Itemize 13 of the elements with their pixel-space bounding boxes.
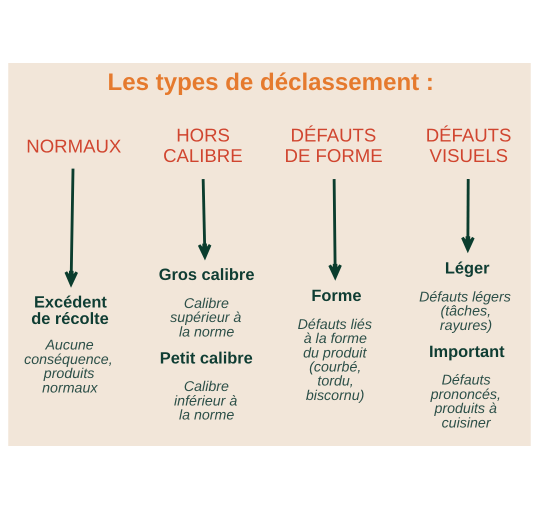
node-text: DÉFAUTS VISUELS (426, 124, 512, 166)
node-text: Gros calibre Calibre supérieur à la norme Petit calibre Calibre inférieur à la norme (158, 266, 254, 424)
node-text: Forme Défauts liés à la forme du produit (courbé, tordu, biscornu) (298, 286, 372, 404)
node-text: Léger Défauts légers (tâches, rayures) Important Défauts prononcés, produits à cuisiner (419, 259, 511, 431)
diagram-title: Les types de déclassement : (108, 68, 434, 96)
node-text: HORS CALIBRE (163, 124, 243, 166)
node-text: Excédent de récolte Aucune conséquence, produits normaux (24, 293, 113, 396)
arrow (198, 178, 212, 258)
arrow (328, 178, 342, 278)
node-text: NORMAUX (26, 134, 122, 156)
arrow (64, 168, 78, 286)
node-text: DÉFAUTS DE FORME (284, 124, 383, 166)
arrow (461, 178, 475, 251)
